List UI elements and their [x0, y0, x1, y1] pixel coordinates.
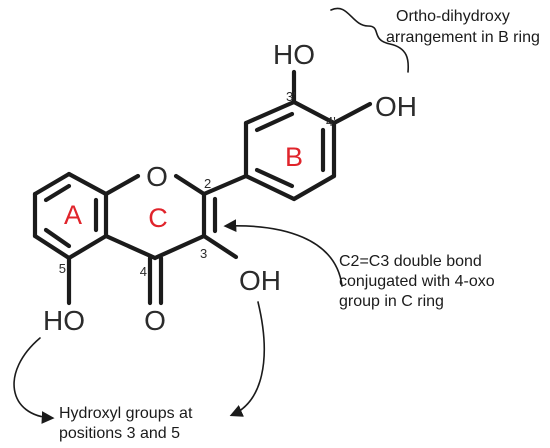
c-ring-annotation-line3: group in C ring [339, 293, 444, 310]
c-ring-annotation-line1: C2=C3 double bond [339, 253, 482, 270]
position-5-label: 5 [59, 261, 66, 276]
substituent-bonds [66, 69, 373, 306]
oh-3prime-label: HO [273, 39, 315, 70]
b-ring-annotation-line1: Ortho-dihydroxy [396, 8, 510, 25]
carbonyl-oxygen-label: O [144, 305, 166, 336]
hydroxyl-annotation-arrow-3 [229, 301, 265, 417]
oh-3-label: OH [239, 265, 281, 296]
b-ring-annotation-bracket [330, 7, 410, 73]
position-4-label: 4 [140, 264, 147, 279]
oh-4prime-label: OH [375, 91, 417, 122]
position-3prime-label: 3' [286, 89, 296, 104]
ring-b-bonds [243, 99, 337, 202]
position-4prime-label: 4' [326, 114, 336, 129]
ring-oxygen-label: O [146, 161, 168, 192]
ring-c-label: C [148, 203, 168, 233]
carbonyl-bond [147, 255, 164, 306]
b-ring-annotation-line2: arrangement in B ring [386, 29, 540, 46]
ring-c-bonds [103, 173, 218, 261]
oh-5-label: HO [43, 305, 85, 336]
position-3-label: 3 [200, 246, 207, 261]
c-ring-annotation-arrow [223, 219, 343, 287]
hydroxyl-annotation-line2: positions 3 and 5 [59, 425, 180, 442]
position-2-label: 2 [204, 176, 211, 191]
ring-b-label: B [285, 142, 303, 172]
hydroxyl-annotation-arrow-5 [13, 337, 55, 424]
hydroxyl-annotation-line1: Hydroxyl groups at [59, 405, 193, 422]
ring-a-bonds [32, 171, 109, 261]
c-ring-annotation-line2: conjugated with 4-oxo [339, 273, 495, 290]
ring-a-label: A [64, 200, 82, 230]
